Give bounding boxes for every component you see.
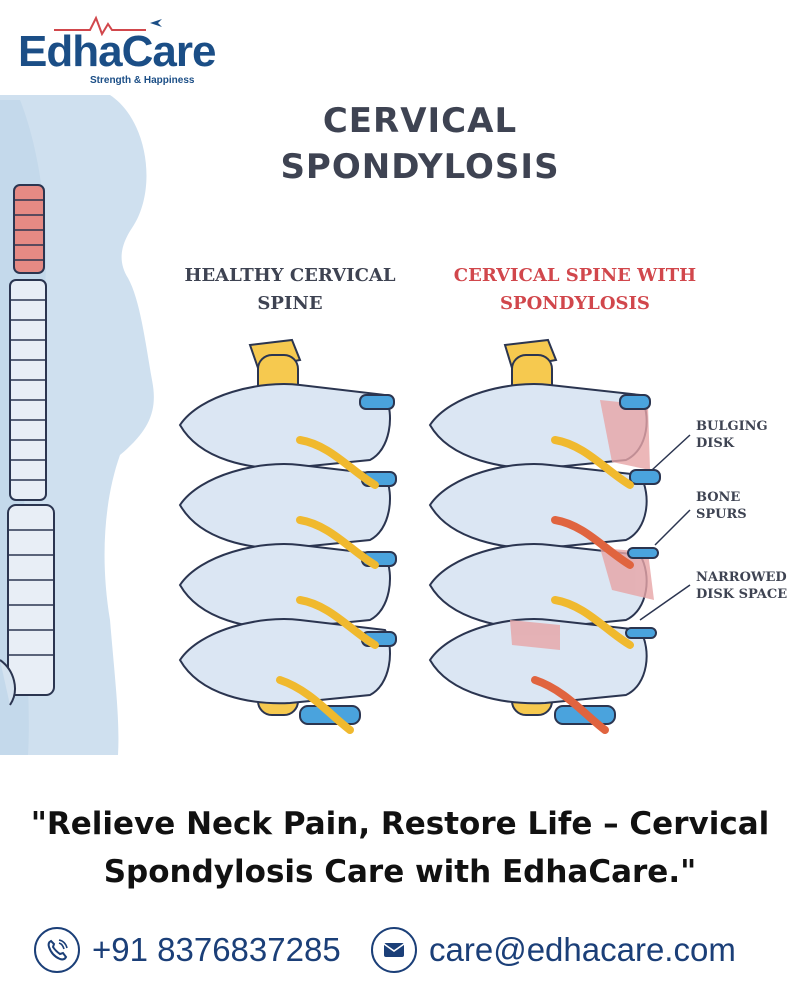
envelope-icon <box>371 927 417 973</box>
poster-title: CERVICAL SPONDYLOSIS <box>280 101 560 187</box>
healthy-spine-label: HEALTHY CERVICAL SPINE <box>184 265 396 314</box>
phone-icon <box>34 927 80 973</box>
email-contact[interactable]: care@edhacare.com <box>371 922 736 978</box>
email-address[interactable]: care@edhacare.com <box>429 931 736 968</box>
edhacare-logo: EdhaCare Strength & Happiness <box>18 12 218 86</box>
logo-tagline: Strength & Happiness <box>90 75 195 86</box>
silhouette-spine <box>0 184 55 706</box>
logo-wordmark: EdhaCare <box>18 27 216 76</box>
bone-spurs-label: BONE SPURS <box>696 490 747 522</box>
phone-contact[interactable]: +91 8376837285 <box>34 922 341 978</box>
spine-illustration <box>0 95 691 755</box>
campaign-quote: "Relieve Neck Pain, Restore Life – Cervi… <box>30 806 770 890</box>
spondylosis-spine <box>428 338 691 734</box>
healthy-spine <box>178 338 397 734</box>
spondylosis-spine-label: CERVICAL SPINE WITH SPONDYLOSIS <box>453 265 697 314</box>
narrowed-disk-space-label: NARROWED DISK SPACE <box>696 570 788 602</box>
bulging-disk-label: BULGING DISK <box>696 419 768 451</box>
phone-number[interactable]: +91 8376837285 <box>92 931 341 968</box>
ekg-plane-icon <box>54 15 162 36</box>
